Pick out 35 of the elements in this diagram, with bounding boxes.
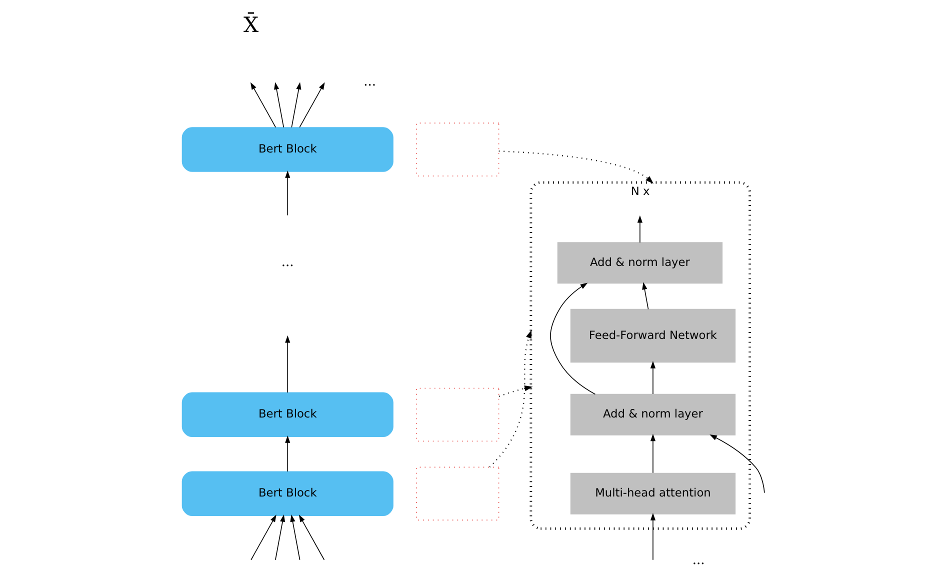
arrow (250, 82, 276, 128)
node-box: Feed-Forward Network (570, 308, 736, 363)
arrow (489, 330, 532, 468)
arrow (285, 436, 290, 472)
arrow (285, 335, 290, 393)
node-box: Multi-head attention (570, 472, 736, 514)
arrow (642, 282, 649, 310)
node-box: Add & norm layer (570, 394, 736, 436)
arrow (290, 514, 300, 560)
node-box: Bert Block (182, 471, 394, 516)
label: ... (364, 74, 376, 90)
node-box: Bert Block (182, 127, 394, 172)
arrow (498, 386, 533, 397)
arrow (637, 215, 643, 243)
arrow (550, 282, 596, 395)
arrow (650, 434, 656, 474)
arrow (275, 514, 286, 560)
node-box: Add & norm layer (557, 242, 723, 284)
arrow (291, 82, 302, 128)
arrow (285, 170, 290, 216)
label: X̄ (243, 12, 259, 37)
arrow (298, 514, 325, 560)
arrow (498, 150, 654, 184)
label: ... (692, 552, 705, 568)
node-box: Bert Block (182, 392, 394, 438)
arrow (250, 514, 276, 560)
arrow (650, 361, 656, 394)
arrow (650, 513, 656, 560)
node-box (416, 466, 500, 520)
node-box (416, 388, 500, 442)
arrow (299, 82, 325, 128)
arrow (274, 82, 284, 128)
arrow (710, 434, 765, 494)
label: ... (281, 255, 294, 270)
node-box (416, 122, 500, 176)
